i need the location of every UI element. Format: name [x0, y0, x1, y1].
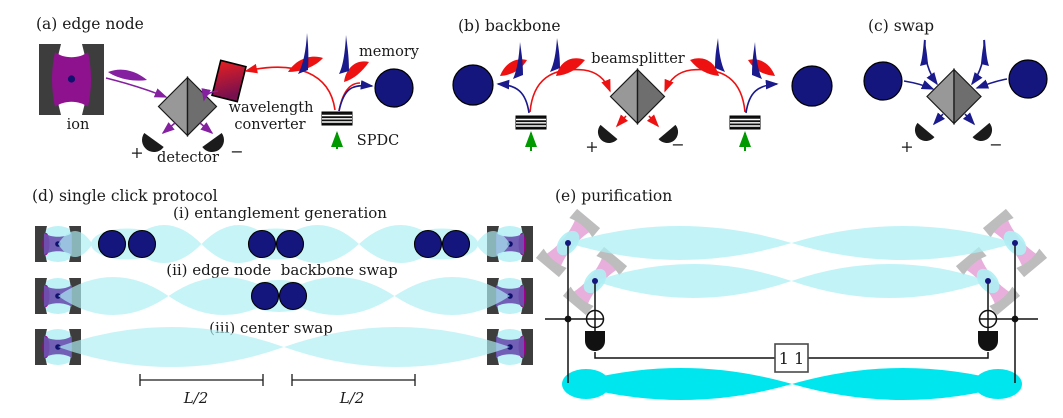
- detector-label: detector: [157, 150, 219, 166]
- step-i-label: (i) entanglement generation: [173, 204, 387, 222]
- blue-spike-right: [339, 35, 349, 74]
- blue-photon-to-right-memory: [745, 79, 779, 114]
- blue-spike-br2: [715, 38, 725, 72]
- bs-b-to-detector-right: [646, 114, 660, 128]
- panel-d-label: (d) single click protocol: [32, 187, 218, 205]
- memory-circle-c-right: [1008, 59, 1048, 99]
- scale-bar-left: [139, 374, 264, 386]
- spdc-source-b-left: [515, 115, 547, 130]
- cnot-control-left: [564, 315, 572, 323]
- scale-label-left: L/2: [183, 389, 209, 407]
- beamsplitter-label: beamsplitter: [591, 51, 684, 67]
- measurement-detector-right: [978, 331, 998, 351]
- beamsplitter-c: [926, 68, 982, 125]
- spdc-label: SPDC: [357, 133, 399, 149]
- memory-circle-a: [374, 68, 414, 108]
- wavelength-label-1: wavelength: [229, 100, 314, 116]
- panel-c-swap: (c) swap + −: [863, 17, 1048, 156]
- bs-to-detector-left: [161, 122, 176, 135]
- ion-dots-e: [565, 240, 1018, 284]
- blue-spike-bl1: [513, 42, 523, 79]
- purple-wavepacket: [108, 69, 147, 81]
- measurement-detector-left: [585, 331, 605, 351]
- cnot-target-right: [978, 309, 998, 329]
- purified-entanglement: [562, 368, 1022, 400]
- memory-circle-c-left: [863, 61, 903, 101]
- scale-label-right: L/2: [339, 389, 365, 407]
- blue-spike-c-right-body: [981, 39, 989, 66]
- red-photon-right-to-bs: [664, 68, 746, 113]
- red-wavepacket-right: [344, 61, 369, 82]
- cnot-target-left: [585, 309, 605, 329]
- blue-photon-to-left-memory: [496, 79, 530, 114]
- step-ii-label: (ii) edge node backbone swap: [166, 261, 398, 279]
- memory-circle-b-left: [452, 64, 494, 106]
- classical-message-box: [774, 343, 809, 373]
- detector-c-plus-icon: [910, 122, 935, 146]
- blue-left-memory-to-bs: [903, 80, 935, 90]
- red-wavepacket-bl2: [556, 58, 585, 76]
- row-center-swap: [35, 327, 533, 367]
- spdc-source-a: [321, 111, 353, 126]
- memory-pairs-i: [97, 229, 471, 259]
- memory-pair-ii: [250, 281, 308, 311]
- entanglement-link-outer-pair: [568, 226, 1015, 260]
- memory-label: memory: [359, 44, 420, 60]
- bs-c-to-detector-left: [932, 112, 946, 126]
- wavelength-converter: [211, 59, 247, 103]
- bs-c-to-detector-right: [962, 112, 976, 126]
- converted-photon-path: [201, 88, 219, 102]
- panel-e-label: (e) purification: [555, 187, 672, 205]
- blue-right-memory-to-bs: [975, 78, 1008, 89]
- beamsplitter-b: [609, 68, 666, 125]
- ion-label: ion: [67, 117, 90, 133]
- cnot-control-right: [1011, 315, 1019, 323]
- panel-a-edge-node: (a) edge node ion wavelength converter: [36, 15, 420, 166]
- scale-bar-right: [291, 374, 416, 386]
- minus-sign-b: −: [671, 135, 684, 154]
- beamsplitter-a: [157, 76, 218, 137]
- red-photon-left-to-bs: [529, 68, 611, 113]
- panel-b-backbone: (b) backbone beamspli: [452, 17, 833, 156]
- step-iii-label: (iii) center swap: [209, 319, 333, 337]
- plus-sign-b: +: [585, 137, 598, 156]
- wavelength-label-2: converter: [234, 117, 305, 133]
- panel-c-label: (c) swap: [868, 17, 934, 35]
- entanglement-link-inner-pair: [595, 264, 988, 298]
- classical-message-text: 1 1: [779, 349, 804, 368]
- red-photon-to-converter: [244, 63, 336, 111]
- ion-cavity: [39, 44, 104, 115]
- plus-sign-a: +: [130, 143, 143, 162]
- entanglement-link-iii: [58, 327, 510, 367]
- minus-sign-a: −: [230, 142, 243, 161]
- panel-b-label: (b) backbone: [458, 17, 561, 35]
- memory-circle-b-right: [791, 65, 833, 107]
- ion-dot: [67, 75, 76, 83]
- panel-d-single-click-protocol: (d) single click protocol (i) entangleme…: [32, 187, 533, 407]
- blue-spike-left: [298, 33, 309, 74]
- blue-spike-c-left-body: [920, 39, 928, 66]
- plus-sign-c: +: [900, 137, 913, 156]
- bs-to-detector-right: [199, 122, 214, 135]
- blue-spike-br1: [752, 42, 762, 79]
- purple-photon-path: [105, 77, 168, 98]
- minus-sign-c: −: [989, 135, 1002, 154]
- blue-photon-to-memory: [338, 80, 374, 112]
- row-entanglement-generation: [35, 225, 533, 263]
- panel-e-purification: (e) purification: [535, 187, 1048, 400]
- bs-b-to-detector-left: [615, 114, 629, 128]
- blue-spike-bl2: [550, 38, 560, 72]
- row-edge-backbone-swap: [35, 277, 533, 315]
- red-photon-to-memory: [338, 82, 361, 112]
- red-wavepacket-br2: [690, 58, 719, 76]
- panel-a-label: (a) edge node: [36, 15, 144, 33]
- spdc-source-b-right: [729, 115, 761, 130]
